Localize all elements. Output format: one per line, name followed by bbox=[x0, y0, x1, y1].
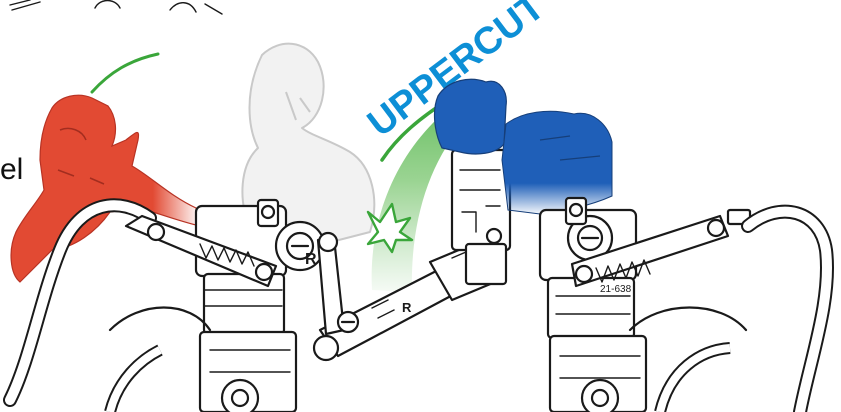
left-body-letter: R bbox=[305, 251, 317, 268]
motion-arc-icon bbox=[92, 54, 158, 92]
left-robot-body: R bbox=[196, 200, 324, 412]
right-hose bbox=[748, 212, 827, 412]
red-head bbox=[11, 95, 200, 282]
blue-body bbox=[502, 111, 612, 214]
arm-letter: R bbox=[402, 300, 412, 315]
cropped-sketch bbox=[10, 0, 222, 14]
right-robot-body: 21-638 bbox=[540, 198, 646, 412]
red-fighter bbox=[11, 95, 200, 282]
blue-fist bbox=[435, 79, 507, 154]
part-number: 21-638 bbox=[600, 284, 632, 295]
